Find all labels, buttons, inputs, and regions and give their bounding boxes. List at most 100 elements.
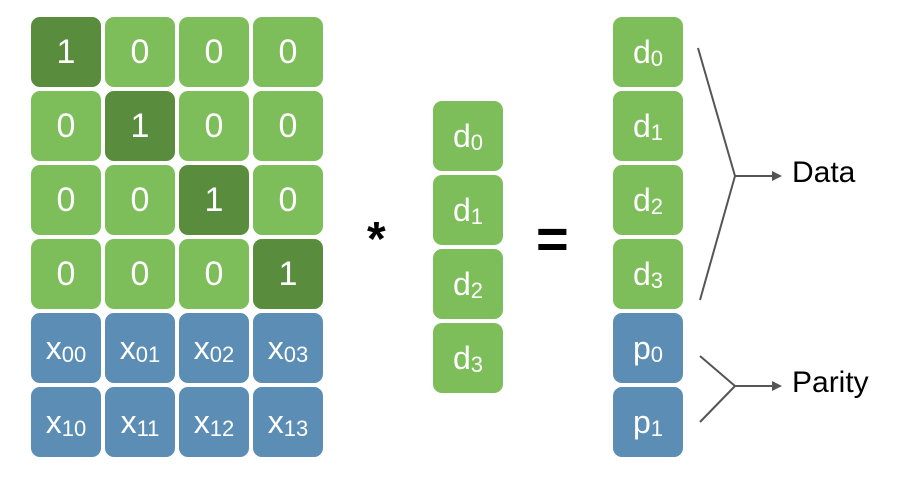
symbol-subscript: 3 [650,267,664,293]
cell-symbol: p0 [633,330,663,367]
cell-value: 0 [278,180,298,219]
symbol-subscript: 10 [61,415,87,441]
symbol-subscript: 0 [650,341,664,367]
symbol-subscript: 13 [283,415,309,441]
result-cell-1: d1 [613,91,683,161]
cell-symbol: d0 [453,118,483,155]
matrix-cell-5-0: x10 [31,387,101,457]
matrix-cell-3-2: 0 [179,239,249,309]
symbol-base: d [452,117,471,154]
matrix-cell-0-2: 0 [179,17,249,87]
cell-symbol: d3 [453,340,483,377]
cell-symbol: x12 [194,404,234,441]
result-cell-0: d0 [613,17,683,87]
cell-value: 0 [130,180,150,219]
symbol-base: x [45,329,62,366]
cell-symbol: p1 [633,404,663,441]
symbol-subscript: 2 [650,193,664,219]
cell-value: 0 [204,106,224,145]
symbol-subscript: 01 [135,341,161,367]
symbol-base: x [119,329,136,366]
matrix-cell-0-1: 0 [105,17,175,87]
cell-value: 0 [56,254,76,293]
symbol-subscript: 03 [283,341,309,367]
symbol-subscript: 02 [209,341,235,367]
parity-bracket-upper [699,355,736,387]
cell-value: 0 [278,106,298,145]
matrix-cell-2-3: 0 [253,165,323,235]
matrix-cell-4-3: x03 [253,313,323,383]
cell-value: 0 [278,32,298,71]
symbol-subscript: 0 [650,45,664,71]
matrix-cell-5-2: x12 [179,387,249,457]
data-bracket-upper [697,47,736,177]
cell-value: 0 [204,254,224,293]
cell-symbol: x00 [46,330,86,367]
cell-value: 1 [130,106,150,145]
symbol-base: d [632,255,651,292]
matrix-cell-1-3: 0 [253,91,323,161]
result-cell-4: p0 [613,313,683,383]
matrix-cell-4-2: x02 [179,313,249,383]
symbol-base: x [193,329,210,366]
symbol-subscript: 1 [650,415,664,441]
cell-symbol: d2 [453,266,483,303]
data-label: Data [792,156,856,189]
vector-cell-2: d2 [433,249,503,319]
multiply-operator: * [367,213,386,266]
cell-value: 0 [56,180,76,219]
symbol-base: p [632,403,651,440]
result-cell-3: d3 [613,239,683,309]
cell-symbol: x13 [268,404,308,441]
parity-arrow-head [772,381,782,391]
cell-symbol: d2 [633,182,663,219]
vector-cell-1: d1 [433,175,503,245]
vector-cell-3: d3 [433,323,503,393]
cell-symbol: d1 [633,108,663,145]
symbol-subscript: 12 [209,415,235,441]
symbol-base: x [45,403,62,440]
cell-value: 0 [130,32,150,71]
result-cell-2: d2 [613,165,683,235]
vector-cell-0: d0 [433,101,503,171]
cell-value: 0 [56,106,76,145]
matrix-cell-5-1: x11 [105,387,175,457]
matrix-cell-3-1: 0 [105,239,175,309]
parity-bracket-lower [699,385,736,423]
matrix-cell-2-1: 0 [105,165,175,235]
symbol-subscript: 1 [470,203,484,229]
symbol-subscript: 3 [470,351,484,377]
symbol-base: d [452,339,471,376]
data-bracket-lower [699,175,736,301]
matrix-cell-2-2: 1 [179,165,249,235]
matrix-cell-0-0: 1 [31,17,101,87]
cell-symbol: x02 [194,330,234,367]
symbol-subscript: 0 [470,129,484,155]
matrix-cell-4-1: x01 [105,313,175,383]
cell-symbol: x03 [268,330,308,367]
data-arrow-head [772,171,782,181]
equals-operator: = [536,207,569,270]
cell-symbol: x01 [120,330,160,367]
result-cell-5: p1 [613,387,683,457]
matrix-cell-1-1: 1 [105,91,175,161]
cell-value: 1 [278,254,298,293]
symbol-base: d [632,181,651,218]
matrix-cell-0-3: 0 [253,17,323,87]
cell-symbol: x11 [121,404,160,441]
cell-symbol: d0 [633,34,663,71]
symbol-base: d [452,191,471,228]
matrix-cell-5-3: x13 [253,387,323,457]
matrix-cell-3-3: 1 [253,239,323,309]
cell-symbol: x10 [46,404,86,441]
symbol-subscript: 00 [61,341,87,367]
matrix-cell-1-2: 0 [179,91,249,161]
cell-value: 0 [130,254,150,293]
cell-value: 1 [56,32,76,71]
cell-symbol: d1 [453,192,483,229]
symbol-base: x [193,403,210,440]
symbol-base: x [120,403,137,440]
symbol-base: d [632,33,651,70]
cell-symbol: d3 [633,256,663,293]
